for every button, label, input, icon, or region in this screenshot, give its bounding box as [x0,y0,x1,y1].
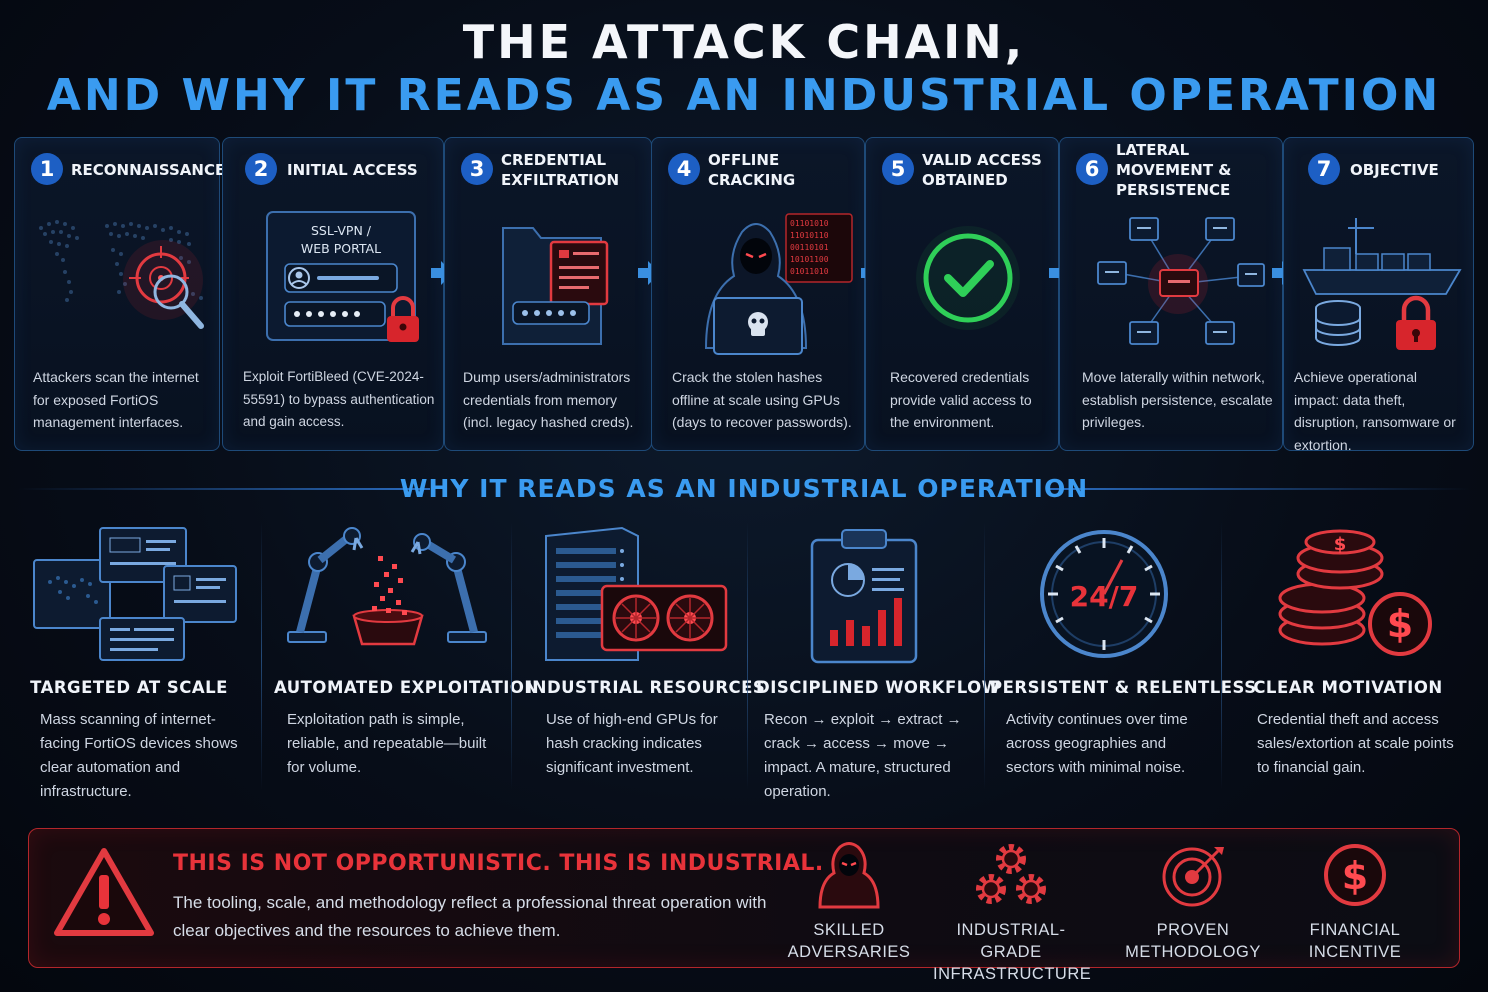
coins-dollar-icon: $ $ [1240,520,1456,670]
conclusion-banner: THIS IS NOT OPPORTUNISTIC. THIS IS INDUS… [28,828,1460,983]
step-description: Achieve operational impact: data theft, … [1294,369,1456,453]
trait-title: TARGETED AT SCALE [30,678,228,697]
step-number: 2 [245,153,277,185]
clock-label: 24/7 [1070,580,1139,613]
step-title: VALID ACCESS OBTAINED [922,151,1042,189]
dollar-icon: $ [1324,844,1386,906]
step-title: CREDENTIAL EXFILTRATION [501,151,620,189]
trait-automated-exploitation: AUTOMATED EXPLOITATION Exploitation path… [274,520,539,810]
step-description: Attackers scan the internet for exposed … [33,369,199,430]
server-gpu-icon [526,520,736,670]
svg-text:01101010: 01101010 [790,219,829,228]
trait-description: Exploitation path is simple, reliable, a… [287,711,487,776]
banner-headline: THIS IS NOT OPPORTUNISTIC. THIS IS INDUS… [173,851,824,876]
trait-title: INDUSTRIAL RESOURCES [526,678,766,697]
title-line-2: AND WHY IT READS AS AN INDUSTRIAL OPERAT… [46,70,1442,121]
trait-title: AUTOMATED EXPLOITATION [274,678,539,697]
network-nodes-icon [1066,198,1276,368]
step-number: 4 [668,153,700,185]
banner-body: The tooling, scale, and methodology refl… [173,893,767,940]
step-card-valid-access: 5 VALID ACCESS OBTAINED Recovered creden… [865,137,1059,451]
step-card-lateral-movement: 6 LATERAL MOVEMENT & PERSISTENCE [1059,137,1283,451]
step-title: OFFLINE CRACKING [708,151,796,189]
step-number: 7 [1308,153,1340,185]
step-description: Move laterally within network, establish… [1082,369,1273,430]
trait-title: CLEAR MOTIVATION [1253,678,1443,697]
target-icon [1162,847,1224,907]
portal-label: SSL-VPN / WEB PORTAL [300,223,382,256]
svg-text:01011010: 01011010 [790,267,829,276]
step-card-offline-cracking: 4 OFFLINE CRACKING 01101010 11010110 00110… [651,137,865,451]
trait-description: Mass scanning of internet-facing FortiOS… [40,711,238,800]
trait-industrial-resources: INDUSTRIAL RESOURCES Use of high-end GPU… [526,520,766,810]
step-number: 5 [882,153,914,185]
trait-title: PERSISTENT & RELENTLESS [990,678,1257,697]
hooded-hacker-icon: 01101010 11010110 00110101 10101100 01011010 [658,198,858,368]
title-line-1: THE ATTACK CHAIN, [462,15,1026,69]
ship-database-lock-icon [1290,198,1467,368]
step-title: OBJECTIVE [1350,161,1439,179]
trait-persistent-relentless: 24/7 PERSISTENT & RELENTLESS Activity co… [990,520,1257,810]
step-card-initial-access: 2 INITIAL ACCESS SSL-VPN / WEB PORTAL E [222,137,444,451]
step-number: 6 [1076,153,1108,185]
trait-title: DISCIPLINED WORKFLOW [756,678,1001,697]
folder-document-icon [451,198,645,368]
section-header: WHY IT READS AS AN INDUSTRIAL OPERATION [18,470,1470,506]
clipboard-chart-icon [756,520,978,670]
step-card-objective: 7 OBJECTIVE [1283,137,1474,453]
svg-text:$: $ [1342,854,1368,898]
step-title: RECONNAISSANCE [71,161,226,179]
trait-description: Activity continues over time across geog… [1006,711,1188,776]
checkmark-icon [872,198,1052,368]
robot-arms-icon [274,520,500,670]
svg-text:00110101: 00110101 [790,243,829,252]
trait-description: Credential theft and access sales/extort… [1257,711,1454,776]
svg-text:$: $ [1334,534,1347,555]
login-portal-icon: SSL-VPN / WEB PORTAL [229,198,437,368]
world-map-target-icon [21,198,213,368]
svg-text:10101100: 10101100 [790,255,829,264]
section-title: WHY IT READS AS AN INDUSTRIAL OPERATION [399,474,1089,503]
clock-24-7-icon: 24/7 [990,520,1220,670]
step-description: Dump users/administrators credentials fr… [463,369,634,430]
step-number: 1 [31,153,63,185]
gears-icon [976,844,1046,904]
svg-text:$: $ [1387,602,1413,646]
step-description: Exploit FortiBleed (CVE-2024-55591) to b… [243,369,435,429]
trait-disciplined-workflow: DISCIPLINED WORKFLOW Recon → exploit → e… [756,520,1001,810]
trait-targeted-at-scale: TARGETED AT SCALE Mass scanning of inter… [18,520,240,810]
step-title: INITIAL ACCESS [287,161,418,179]
warning-icon [51,845,157,941]
industrial-traits: TARGETED AT SCALE Mass scanning of inter… [18,520,1470,810]
arrow-right-icon [429,258,455,288]
step-number: 3 [461,153,493,185]
step-title: LATERAL MOVEMENT & PERSISTENCE [1116,141,1232,199]
monitors-icon [18,520,240,670]
step-card-credential-exfiltration: 3 CREDENTIAL EXFILTRATION Dump users/adm… [444,137,652,451]
step-description: Crack the stolen hashes offline at scale… [672,369,852,430]
trait-description: Recon → exploit → extract → crack → acce… [764,711,962,800]
trait-description: Use of high-end GPUs for hash cracking i… [546,711,718,776]
attack-chain: 1 RECONNAISSANCE [14,137,1474,453]
trait-clear-motivation: $ $ CLEAR MOTIVATION Credential theft an… [1240,520,1456,810]
page-title: THE ATTACK CHAIN, AND WHY IT READS AS AN… [0,14,1488,122]
hacker-icon [818,842,880,909]
arrow-right-icon [636,258,662,288]
svg-text:11010110: 11010110 [790,231,829,240]
step-card-reconnaissance: 1 RECONNAISSANCE [14,137,226,451]
step-description: Recovered credentials provide valid acce… [890,369,1032,430]
